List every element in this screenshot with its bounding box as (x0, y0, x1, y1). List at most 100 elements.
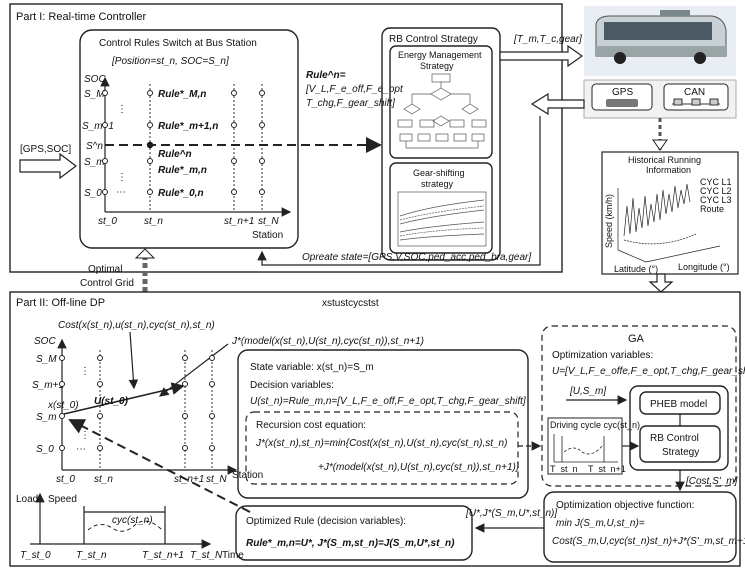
objective-box (543, 491, 737, 563)
ga-input: [U,S_m] (569, 386, 606, 397)
optimized-rule-title: Optimized Rule (decision variables): (246, 516, 406, 527)
ems-flowchart (397, 73, 487, 149)
history-plot (617, 183, 721, 263)
part2-frame (9, 291, 741, 567)
part1-grid-nodes (102, 90, 265, 195)
part2-x-tick-stN: st_N (206, 474, 227, 485)
recursion-title: Recursion cost equation: (256, 420, 366, 431)
optimized-rule-box (235, 505, 473, 561)
part2-y-tick-SM: S_M (36, 354, 57, 365)
driving-cycle-title: Driving cycle cyc(st_n) (550, 420, 640, 430)
timeline-tick-N: T_st_N (190, 550, 223, 561)
part2-x-tick-stn: st_n (94, 474, 113, 485)
history-lon-axis: Longitude (°) (678, 262, 730, 272)
part2-dots-3: ⋯ (76, 444, 86, 455)
part2-y-tick-Sm1: S_m+1 (32, 380, 64, 391)
driving-cycle-plot (553, 434, 618, 463)
timeline-cyc-label: cyc(st_n) (112, 515, 153, 526)
part1-x-axis-label: Station (252, 230, 283, 241)
history-title-1: Historical Running (628, 155, 701, 165)
history-legend-3: CYC L3 (700, 195, 732, 205)
part2-y-axis-label: SOC (34, 336, 56, 347)
history-lat-axis: Latitude (°) (614, 264, 658, 274)
bus-image (584, 6, 736, 76)
part2-title: Part II: Off-line DP (16, 297, 105, 309)
ems-title-2: Strategy (420, 61, 454, 71)
part1-rule-0n: Rule*_0,n (158, 188, 204, 199)
gear-title-1: Gear-shifting (413, 168, 465, 178)
driving-cycle-tick-1: T_st_n (550, 464, 578, 474)
part2-jstar-label: J*(model(x(st_n),U(st_n),cyc(st_n)),st_n… (231, 336, 424, 347)
ems-title-1: Energy Management (398, 50, 482, 60)
part2-dots-2: ⋮ (80, 430, 90, 441)
timeline-load-label: Load (16, 494, 38, 505)
objective-title: Optimization objective function: (556, 500, 694, 511)
part2-cost-label: Cost(x(st_n),u(st_n),cyc(st_n),st_n) (58, 320, 215, 331)
optimal-grid-label-1: Optimal (88, 264, 122, 275)
optimal-grid-arrowhead (134, 248, 156, 259)
ga-box (541, 325, 737, 487)
ga-title: GA (628, 333, 645, 345)
part2-dots-1: ⋮ (80, 366, 90, 377)
rule-output-line1: Rule^n= (306, 70, 346, 81)
part1-dots-3: ⋯ (116, 187, 126, 198)
history-down-arrow (648, 273, 674, 293)
timeline-tick-n1: T_st_n+1 (142, 550, 184, 561)
pheb-model-label: PHEB model (650, 399, 707, 410)
optimized-rule-eq: Rule*_m,n=U*, J*(S_m,st_n)=J(S_m,U*,st_n… (246, 538, 455, 549)
can-bus-icon (672, 98, 720, 106)
ga-rb-box (639, 425, 721, 463)
rb-strategy-title: RB Control Strategy (389, 34, 478, 45)
rules-switch-condition: [Position=st_n, SOC=S_n] (111, 56, 229, 67)
ems-box (389, 45, 493, 159)
part1-x-tick-stn1: st_n+1 (224, 216, 254, 227)
recursion-eq1: J*(x(st_n),st_n)=min{Cost(x(st_n),U(st_n… (255, 438, 507, 449)
operate-state-label: Opreate state=[GPS,V,SOC,ped_acc,ped_bra… (302, 252, 531, 263)
panel-history-arrow (652, 139, 668, 151)
output-arrow (499, 44, 584, 68)
part2-x-tick-stn1: st_n+1 (174, 474, 204, 485)
part1-rule-n: Rule^n (158, 149, 192, 160)
part1-y-tick-Sm1: S_m+1 (82, 121, 114, 132)
rules-switch-box (79, 29, 299, 249)
part1-rule-mn: Rule*_m,n (158, 165, 207, 176)
part2-x-tick-st0: st_0 (56, 474, 75, 485)
ga-opt-vars-title: Optimization variables: (552, 350, 653, 361)
feedback-label: [U*,J*(S_m,U*,st_n)] (465, 508, 557, 519)
part1-y-tick-Sm: S_m (84, 157, 105, 168)
part2-y-tick-S0: S_0 (36, 444, 54, 455)
part2-x-state: x(st_0) (47, 400, 79, 411)
part2-watermark: xstustcycstst (322, 298, 379, 309)
driving-cycle-tick-2: T_st_n+1 (588, 464, 626, 474)
part1-dots-1: ⋮ (117, 104, 127, 115)
timeline-speed-label: Speed (48, 494, 77, 505)
part1-frame (9, 3, 563, 273)
sensor-arrow (530, 92, 585, 116)
gear-title-2: strategy (421, 179, 454, 189)
ga-rb-label-1: RB Control (650, 433, 699, 444)
gps-label: GPS (612, 87, 633, 98)
can-label: CAN (684, 87, 705, 98)
gear-plot (397, 191, 487, 247)
decision-variables-eq: U(st_n)=Rule_m,n=[V_L,F_e_off,F_e_opt,T_… (250, 396, 526, 407)
part1-x-tick-st0: st_0 (98, 216, 117, 227)
part1-dots-2: ⋮ (117, 172, 127, 183)
part2-u-state: U(st_0) (94, 396, 129, 407)
gear-box (389, 162, 493, 254)
optimal-grid-label-2: Control Grid (80, 278, 134, 289)
rules-switch-title: Control Rules Switch at Bus Station (99, 38, 257, 49)
operate-state-line (257, 116, 541, 266)
timeline-tick-n: T_st_n (76, 550, 107, 561)
history-legend-1: CYC L1 (700, 177, 732, 187)
part1-x-tick-stN: st_N (258, 216, 279, 227)
cost-pointer (128, 331, 139, 390)
history-title-2: Information (646, 165, 691, 175)
objective-eq2: Cost(S_m,U,cyc(st_n)st_n)+J*(S'_m,st_m+1… (552, 536, 745, 547)
objective-eq1: min J(S_m,U,st_n)= (556, 518, 645, 529)
timeline-cycle (87, 520, 163, 532)
part2-y-tick-Sm: S_m (36, 412, 57, 423)
grid-link-arrow (68, 419, 251, 513)
ga-inner-box (629, 385, 729, 471)
decision-variables-title: Decision variables: (250, 380, 334, 391)
